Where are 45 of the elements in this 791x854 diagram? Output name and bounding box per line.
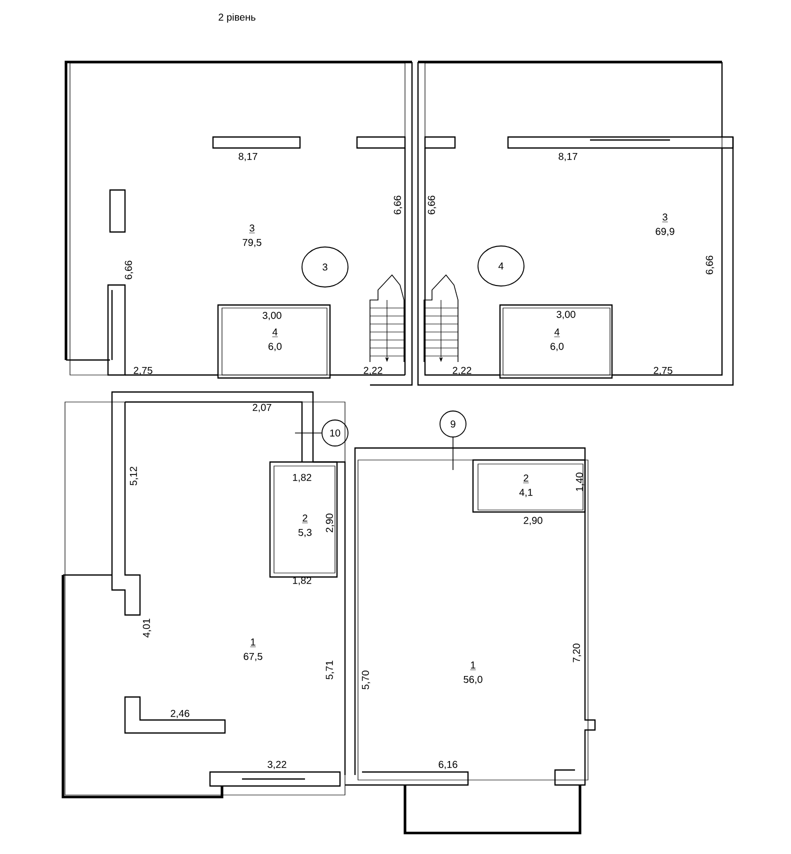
dimension-label: 6,66 [428, 196, 436, 214]
room-area: 79,5 [242, 238, 262, 248]
room-number: 4 [554, 328, 560, 338]
dimension-label: 6,16 [438, 760, 458, 770]
dimension-label: 6,66 [124, 260, 134, 280]
dimension-label: 6,66 [706, 256, 714, 274]
title: 2 рівень [218, 13, 256, 23]
dimension-label: 2,75 [134, 366, 152, 376]
dimension-label: 2,22 [452, 366, 472, 376]
room-area: 5,3 [298, 528, 312, 538]
dimension-label: 8,17 [238, 152, 258, 162]
room-number: 1 [250, 638, 256, 648]
dimension-label: 1,82 [293, 474, 312, 482]
room-area: 67,5 [244, 652, 262, 662]
dimension-label: 7,20 [572, 644, 582, 662]
room-number: 3 [249, 224, 255, 234]
room-outline [478, 464, 584, 510]
dimension-label: 3,00 [556, 310, 576, 320]
dimension-label: 4,01 [142, 618, 152, 638]
dimension-label: 2,90 [326, 514, 334, 532]
room-number: 3 [662, 213, 668, 222]
dimension-label: 8,17 [558, 152, 578, 162]
dimension-label: 5,71 [326, 660, 334, 680]
dimension-label: 2,22 [364, 366, 382, 376]
dimension-label: 2,46 [170, 710, 190, 718]
room-area: 6,0 [268, 342, 282, 352]
room-number: 4 [272, 328, 278, 338]
leader-line [294, 432, 322, 434]
dimension-label: 5,70 [362, 670, 370, 690]
dimension-label: 5,12 [130, 466, 138, 486]
room-number: 2 [302, 514, 308, 524]
room-number: 1 [470, 662, 476, 670]
dimension-label: 3,00 [262, 312, 282, 320]
leader-line [452, 437, 454, 470]
room-area: 6,0 [550, 342, 564, 352]
dimension-label: 6,66 [394, 196, 402, 214]
room-area: 69,9 [656, 228, 674, 236]
room-area: 4,1 [519, 488, 532, 498]
dimension-label: 1,40 [576, 472, 584, 491]
dimension-label: 2,07 [252, 404, 272, 412]
room-outline [64, 402, 346, 796]
dimension-label: 2,75 [654, 366, 672, 376]
dimension-label: 3,22 [268, 760, 286, 770]
room-area: 56,0 [464, 676, 482, 684]
room-number: 2 [523, 474, 529, 484]
